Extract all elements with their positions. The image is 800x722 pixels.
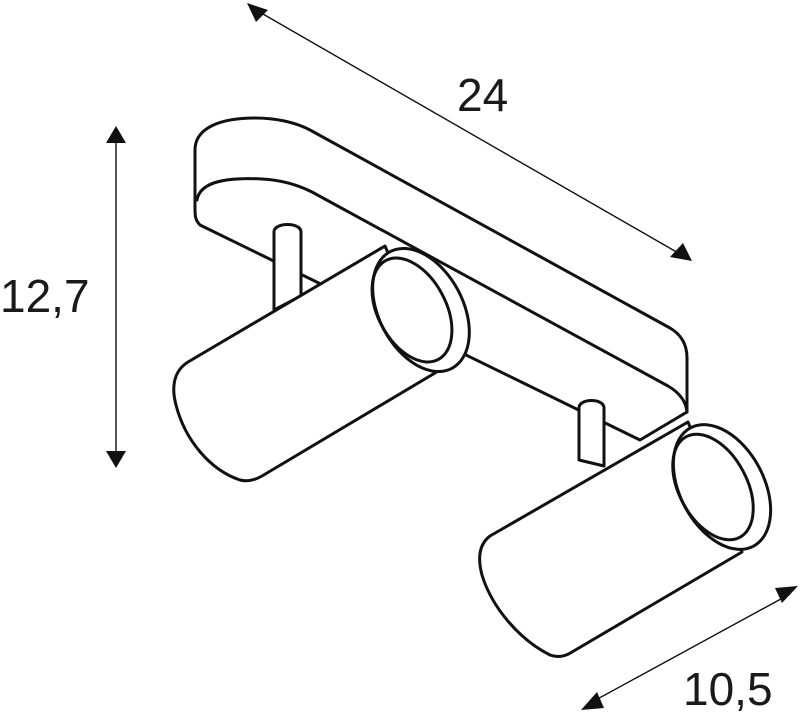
arrow-head-icon bbox=[670, 243, 692, 261]
spotlight-left bbox=[172, 244, 471, 483]
dimension-length bbox=[247, 3, 692, 261]
stem-left bbox=[272, 223, 303, 312]
stem-right bbox=[577, 399, 606, 468]
dimension-height bbox=[106, 126, 126, 468]
base-plate-edge bbox=[195, 177, 689, 414]
stem-right-shape bbox=[577, 399, 606, 468]
arrow-head-icon bbox=[775, 586, 798, 603]
spotlight-left-lens bbox=[370, 256, 454, 364]
dimension-height-label: 12,7 bbox=[0, 270, 90, 322]
spotlight-right bbox=[478, 420, 773, 658]
arrow-head-icon bbox=[581, 692, 604, 710]
dimension-depth-label: 10,5 bbox=[683, 663, 773, 715]
spotlight-right-lens bbox=[671, 432, 755, 542]
dimension-depth-line bbox=[591, 593, 791, 703]
dimension-depth bbox=[581, 586, 798, 710]
dimension-length-label: 24 bbox=[457, 69, 509, 121]
arrow-head-icon bbox=[247, 3, 268, 22]
arrow-head-icon bbox=[106, 126, 126, 143]
dimension-length-line bbox=[255, 9, 681, 255]
arrow-head-icon bbox=[106, 451, 126, 468]
stem-left-shape bbox=[272, 223, 303, 312]
